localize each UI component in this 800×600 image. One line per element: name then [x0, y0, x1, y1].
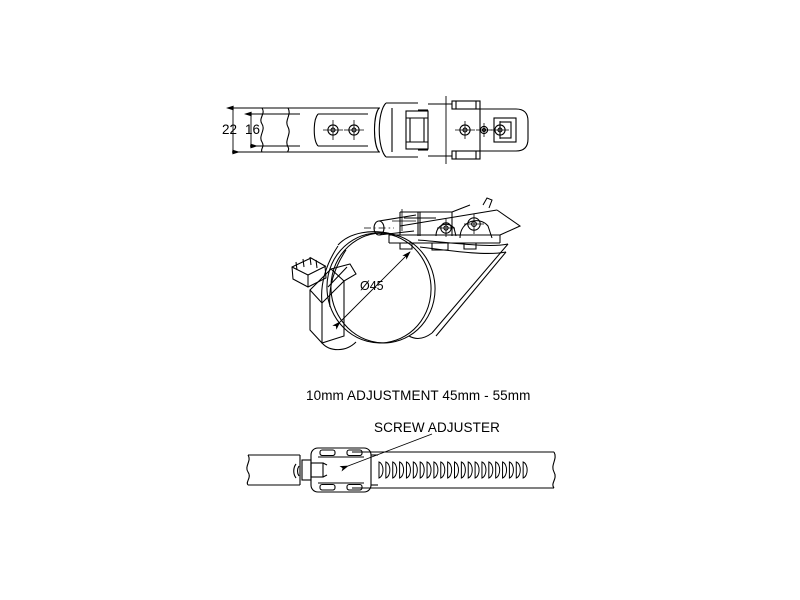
- band-serration-tooth: [392, 461, 398, 479]
- lever-pivot-boss-2: [459, 214, 493, 239]
- band-hole-2: [344, 120, 364, 140]
- screw-adjuster-housing: [310, 447, 372, 493]
- rivet-pad-top: [451, 100, 481, 110]
- band-serration-tooth: [419, 461, 425, 479]
- housing-slot-bottom-right: [346, 483, 363, 491]
- band-serration-tooth: [515, 461, 521, 479]
- band-tail: [408, 239, 509, 339]
- end-slot-block: [493, 117, 517, 143]
- band-serration-tooth: [508, 461, 514, 479]
- band-serration-tooth: [426, 461, 432, 479]
- lever-pivot-boss-1: [435, 219, 457, 237]
- band-serration-tooth: [385, 461, 391, 479]
- lever-buckle-body: [373, 102, 418, 158]
- strap-right: [418, 103, 452, 157]
- lever-base-plate: [388, 234, 501, 251]
- band-serration-tooth: [399, 461, 405, 479]
- band-serration-tooth: [378, 461, 384, 479]
- dimension-label-overall-width: 22: [222, 122, 238, 137]
- dimension-lines: [232, 107, 300, 153]
- detail-screw-head: [293, 459, 328, 481]
- band-outline: [260, 107, 380, 153]
- band-serration-tooth: [405, 461, 411, 479]
- band-serration-tooth: [502, 461, 508, 479]
- dimension-label-inner-width: 16: [245, 122, 261, 137]
- roller-pin-block: [405, 110, 429, 150]
- band-serration-tooth: [460, 461, 466, 479]
- detail-band-strip: [246, 451, 556, 489]
- band-serration-tooth: [488, 461, 494, 479]
- screw-head-iso: [291, 256, 327, 288]
- top-plan-view: [226, 96, 529, 164]
- housing-slot-bottom-left: [319, 483, 336, 491]
- band-serration-tooth: [447, 461, 453, 479]
- label-screw-adjuster: SCREW ADJUSTER: [374, 420, 500, 435]
- lever-pin-shaft: [364, 209, 417, 236]
- dimension-arrows: [226, 105, 258, 155]
- band-holes-group: [313, 113, 368, 147]
- screw-adjuster-leader: [339, 433, 433, 472]
- band-serration-tooth: [495, 461, 501, 479]
- band-serration-tooth: [467, 461, 473, 479]
- note-adjustment-range: 10mm ADJUSTMENT 45mm - 55mm: [306, 388, 531, 403]
- band-serration-tooth: [522, 461, 528, 479]
- rivet-pad-bottom: [451, 150, 481, 160]
- dimension-label-diameter: Ø45: [360, 279, 384, 293]
- band-serration-tooth: [440, 461, 446, 479]
- band-serration-tooth: [433, 461, 439, 479]
- band-hole-1: [323, 120, 343, 140]
- housing-slot-top-right: [346, 449, 363, 457]
- band-serration-tooth: [412, 461, 418, 479]
- isometric-view: [291, 197, 522, 351]
- tail-hole-1: [455, 121, 475, 139]
- band-serration-tooth: [454, 461, 460, 479]
- detail-band-right-joint: [371, 454, 378, 486]
- lever-top-deck: [399, 197, 522, 236]
- diameter-leader-line: [332, 251, 411, 330]
- band-serrations: [378, 461, 528, 479]
- band-serration-tooth: [474, 461, 480, 479]
- screw-adjuster-detail-view: [246, 433, 556, 493]
- tail-hole-2: [476, 123, 492, 137]
- housing-slot-top-left: [319, 449, 336, 457]
- band-serration-tooth: [481, 461, 487, 479]
